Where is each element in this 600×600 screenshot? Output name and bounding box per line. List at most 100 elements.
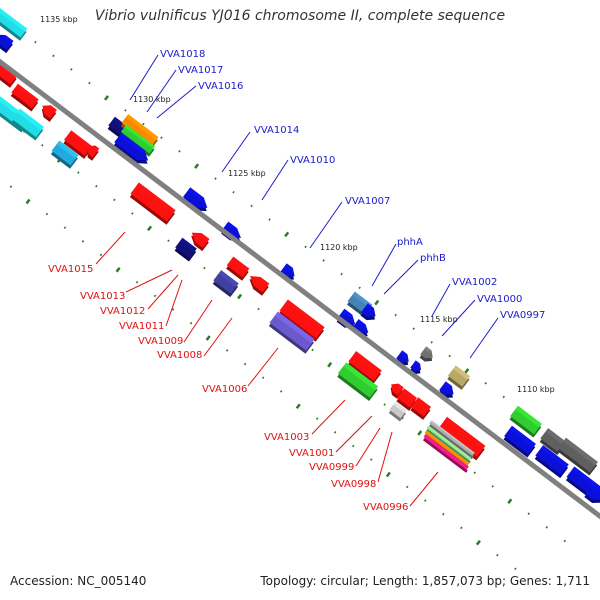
gene-arrow-16-shine (226, 221, 238, 232)
gene-arrow-26-shine (365, 303, 374, 312)
gene-label-vva1012[interactable]: VVA1012 (100, 306, 145, 317)
gene-arrow-51 (584, 483, 600, 504)
tick-2-520 (351, 444, 355, 448)
leader-line-17 (247, 347, 279, 387)
gene-arrow-49-shine (540, 445, 569, 469)
gene-arrow-8-shine (68, 130, 92, 150)
tick-2-226 (115, 267, 121, 273)
leader-line-16 (203, 317, 233, 357)
gene-label-vva1016[interactable]: VVA1016 (198, 81, 243, 92)
tick-0-181 (160, 136, 163, 139)
gene-arrow-6 (11, 108, 44, 141)
tick-2-384 (243, 362, 247, 366)
gene-arrow-48-body (558, 437, 598, 473)
tick-2-181 (81, 240, 85, 243)
gene-arrow-11-body (121, 114, 159, 146)
gene-arrow-35-body (397, 388, 417, 408)
gene-arrow-21-body (213, 270, 239, 294)
leader-line-8 (431, 283, 451, 317)
gene-label-vva1011[interactable]: VVA1011 (119, 321, 164, 332)
gene-arrow-6-shine (17, 108, 44, 131)
gene-arrow-14 (129, 182, 176, 225)
gene-arrow-29-shine (400, 350, 408, 358)
gene-label-vva1010[interactable]: VVA1010 (290, 155, 335, 166)
gene-label-vva0999[interactable]: VVA0999 (309, 462, 354, 473)
gene-arrow-12-shine (124, 124, 156, 149)
map-title: Vibrio vulnificus YJ016 chromosome II, c… (94, 8, 506, 24)
gene-arrow-34-shine (396, 383, 404, 391)
topology-summary: Topology: circular; Length: 1,857,073 bp… (260, 574, 590, 588)
gene-arrow-44-shine (424, 434, 469, 468)
tick-2-136 (45, 212, 49, 216)
tick-1-520 (383, 403, 386, 406)
tick-1-655 (491, 485, 494, 488)
tick-0-271 (232, 190, 235, 194)
gene-arrow-49-body (535, 445, 569, 475)
gene-label-vva1007[interactable]: VVA1007 (345, 196, 390, 207)
tick-1-565 (417, 430, 423, 436)
gene-arrow-24-body (269, 311, 315, 351)
leader-line-5 (309, 201, 343, 249)
gene-arrow-45 (509, 405, 542, 438)
gene-arrow-42-shine (427, 425, 472, 459)
tick-1-90 (41, 143, 44, 147)
scale-label-1115: 1115 kbp (420, 315, 458, 324)
gene-arrow-15-body (183, 187, 208, 208)
gene-label-vva1014[interactable]: VVA1014 (254, 125, 299, 136)
gene-arrow-41-body (429, 420, 475, 456)
tick-0-588 (484, 381, 487, 385)
tick-2-339 (205, 335, 211, 341)
gene-arrow-21 (212, 270, 239, 298)
tick-2-452 (295, 403, 301, 409)
tick-2-588 (406, 485, 409, 489)
gene-label-vva0998[interactable]: VVA0998 (331, 479, 376, 490)
gene-label-vva0996[interactable]: VVA0996 (363, 502, 408, 513)
gene-label-vva1013[interactable]: VVA1013 (80, 291, 125, 302)
gene-arrow-13-shine (118, 132, 145, 154)
gene-label-phha[interactable]: phhA (397, 237, 423, 248)
tick-0-339 (284, 231, 290, 238)
tick-0-452 (374, 299, 380, 306)
gene-arrow-2-body (0, 51, 18, 85)
gene-arrow-28-shine (356, 319, 366, 328)
gene-arrow-49 (534, 445, 569, 479)
gene-label-vva1008[interactable]: VVA1008 (157, 350, 202, 361)
tick-2-362 (225, 349, 229, 352)
tick-2-271 (153, 294, 157, 298)
tick-0-23 (34, 40, 37, 44)
tick-1-746 (563, 539, 567, 543)
tick-2-475 (315, 417, 319, 420)
tick-2-633 (442, 512, 445, 516)
gene-label-vva1000[interactable]: VVA1000 (477, 294, 522, 305)
gene-label-vva1017[interactable]: VVA1017 (178, 65, 223, 76)
gene-arrow-17-shine (179, 237, 197, 252)
gene-arrow-6-body (12, 108, 44, 138)
gene-arrow-44-body (423, 434, 469, 470)
leader-line-19 (335, 415, 373, 453)
tick-2-701 (496, 553, 499, 557)
gene-arrow-47-shine (545, 428, 566, 446)
gene-label-vva1009[interactable]: VVA1009 (138, 336, 183, 347)
tick-0-384 (322, 259, 325, 262)
tick-0-542 (448, 354, 451, 358)
tick-2-497 (333, 431, 337, 434)
tick-0-475 (394, 313, 397, 317)
gene-label-vva1015[interactable]: VVA1015 (48, 264, 93, 275)
gene-arrow-44 (422, 434, 469, 473)
gene-arrow-41-shadow (428, 423, 475, 460)
tick-0-203 (178, 150, 181, 153)
gene-label-vva1002[interactable]: VVA1002 (452, 277, 497, 288)
tick-2-407 (261, 376, 265, 380)
gene-label-vva1001[interactable]: VVA1001 (289, 448, 334, 459)
gene-arrow-33-body (337, 362, 379, 398)
gene-arrow-37-body (389, 401, 407, 419)
gene-arrow-38 (447, 365, 471, 390)
gene-label-vva1006[interactable]: VVA1006 (202, 384, 247, 395)
gene-arrow-9-shine (92, 145, 100, 152)
gene-label-phhb[interactable]: phhB (420, 253, 446, 264)
gene-label-vva1018[interactable]: VVA1018 (160, 49, 205, 60)
gene-arrow-4 (41, 105, 57, 122)
gene-label-vva0997[interactable]: VVA0997 (500, 310, 545, 321)
tick-1-203 (131, 212, 134, 215)
gene-label-vva1003[interactable]: VVA1003 (264, 432, 309, 443)
